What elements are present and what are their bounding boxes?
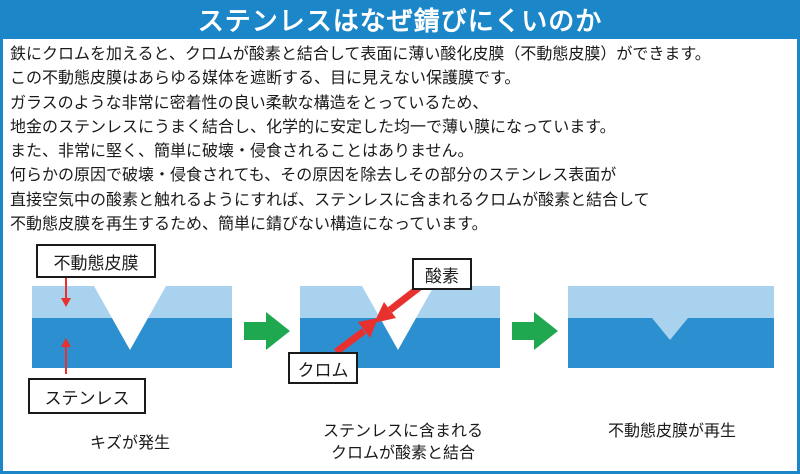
step3-caption: 不動態皮膜が再生: [607, 421, 736, 440]
stainless-label: ステンレス: [28, 378, 146, 414]
paragraph-line: 鉄にクロムを加えると、クロムが酸素と結合して表面に薄い酸化皮膜（不動態皮膜）がで…: [10, 44, 711, 63]
step2-caption: ステンレスに含まれる クロムが酸素と結合: [298, 420, 508, 464]
passive-film-label: 不動態皮膜: [36, 244, 156, 278]
chromium-label: クロム: [288, 352, 358, 384]
step1-caption: キズが発生: [89, 433, 170, 452]
paragraph-line: 何らかの原因で破壊・侵食されても、その原因を除去しその部分のステンレス表面が: [10, 165, 617, 185]
paragraph-line: また、非常に堅く、簡単に破壊・侵食されることはありません。: [10, 141, 474, 161]
step2-caption-line2: クロムが酸素と結合: [330, 443, 475, 462]
paragraph-line: 不動態皮膜を再生するため、簡単に錆びない構造になっています。: [10, 214, 488, 234]
paragraph-line: 直接空気中の酸素と触れるようにすれば、ステンレスに含まれるクロムが酸素と結合して: [10, 189, 650, 209]
step2-caption-line1: ステンレスに含まれる: [322, 421, 483, 440]
explanation-paragraph: 鉄にクロムを加えると、クロムが酸素と結合して表面に薄い酸化皮膜（不動態皮膜）がで…: [10, 42, 795, 236]
paragraph-line: ガラスのような非常に密着性の良い柔軟な構造をとっているため、: [10, 92, 489, 112]
page-title: ステンレスはなぜ錆びにくいのか: [197, 7, 603, 37]
paragraph-line: 地金のステンレスにうまく結合し、化学的に安定した均一で薄い膜になっています。: [10, 116, 616, 136]
title-bar: ステンレスはなぜ錆びにくいのか: [0, 0, 800, 39]
oxygen-label: 酸素: [412, 258, 472, 290]
paragraph-line: この不動態皮膜はあらゆる媒体を遮断する、目に見えない保護膜です。: [10, 68, 521, 88]
